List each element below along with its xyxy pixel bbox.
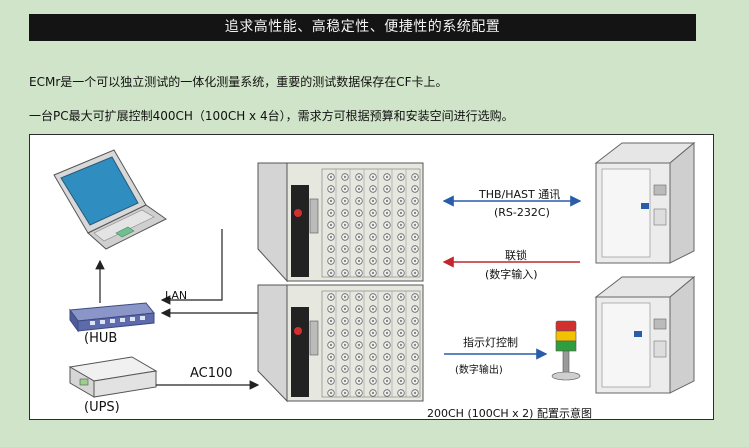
diagram-canvas [53,141,696,403]
ecmr-unit-bottom [257,284,424,403]
indicator-sub-label: (数字输出) [455,365,503,376]
test-chamber-bottom [594,275,696,394]
comm-sub-label: (RS-232C) [494,206,550,219]
hub-icon [69,302,155,333]
interlock-label: 联锁 [505,249,527,262]
page-title: 追求高性能、高稳定性、便捷性的系统配置 [29,14,696,41]
system-diagram: LAN (HUB AC100 (UPS) THB/HAST 通讯 (RS-232… [29,134,714,420]
laptop-icon [53,149,167,250]
ac100-label: AC100 [190,366,233,381]
indicator-label: 指示灯控制 [463,336,518,349]
interlock-sub-label: (数字输入) [485,268,538,281]
ups-icon [68,356,158,398]
ups-label: (UPS) [84,400,120,415]
intro-line-1: ECMr是一个可以独立测试的一体化测量系统，重要的测试数据保存在CF卡上。 [29,75,448,89]
intro-line-2: 一台PC最大可扩展控制400CH（100CH x 4台），需求方可根据预算和安装… [29,109,514,123]
signal-tower-icon [551,320,581,381]
comm-label: THB/HAST 通讯 [479,188,561,201]
test-chamber-top [594,141,696,264]
diagram-caption: 200CH (100CH x 2) 配置示意图 [427,407,592,420]
hub-label: (HUB [84,331,118,346]
lan-label: LAN [165,289,188,302]
ecmr-unit-top [257,162,424,283]
